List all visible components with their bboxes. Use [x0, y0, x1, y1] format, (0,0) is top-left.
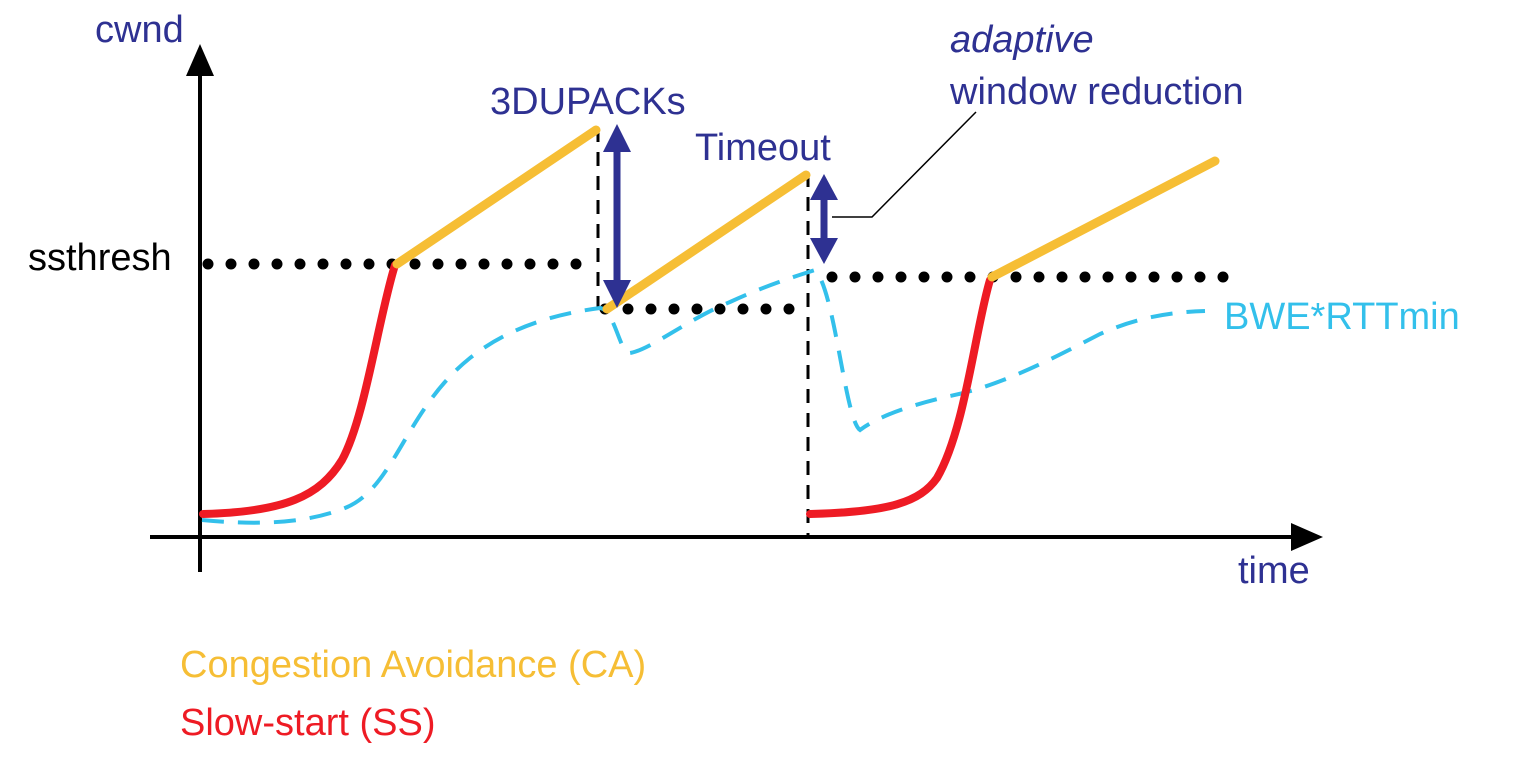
ca-line-2: [602, 170, 811, 314]
axes: [150, 44, 1323, 572]
x-axis-arrowhead: [1291, 523, 1323, 551]
ca-line-1: [392, 125, 601, 269]
slow-start-curve-2: [806, 276, 994, 518]
dupacks-label: 3DUPACKs: [490, 81, 686, 123]
legend-slow-start: Slow-start (SS): [180, 702, 435, 744]
y-axis-arrowhead: [186, 44, 214, 76]
x-axis-label: time: [1238, 550, 1310, 592]
y-axis-label: cwnd: [95, 9, 184, 51]
dupacks-reduction-arrow: [603, 124, 631, 308]
timeout-label: Timeout: [695, 127, 831, 169]
adaptive-label: adaptive: [950, 19, 1094, 61]
bwe-rttmin-label: BWE*RTTmin: [1224, 296, 1460, 338]
ssthresh-label: ssthresh: [28, 237, 172, 279]
legend-congestion-avoidance: Congestion Avoidance (CA): [180, 644, 646, 686]
congestion-avoidance-segments: [392, 125, 1220, 314]
loss-event-markers: [596, 128, 810, 537]
slow-start-segments: [199, 261, 994, 518]
slow-start-curve-1: [199, 261, 399, 518]
ssthresh-lines: [202, 258, 1231, 315]
bwe-rttmin-curve: [201, 267, 1206, 525]
adaptive-reduction-arrow: [810, 174, 838, 264]
window-reduction-label: window reduction: [949, 71, 1244, 113]
ca-line-3: [987, 156, 1220, 282]
annotation-leader-line: [832, 111, 977, 218]
reduction-arrows: [603, 124, 838, 308]
